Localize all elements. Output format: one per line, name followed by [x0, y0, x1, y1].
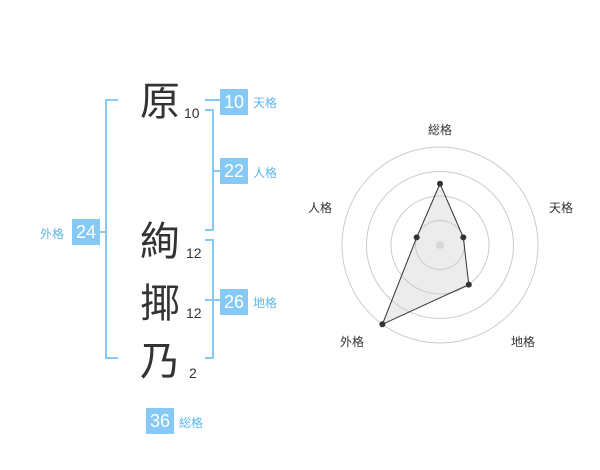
radar-point-2 [460, 234, 467, 241]
name-char-1: 原 [140, 79, 180, 125]
name-char-2: 絢 [140, 219, 180, 265]
name-char-3: 揶 [140, 281, 180, 327]
radar-point-1 [437, 180, 443, 187]
radar-point-4 [379, 321, 386, 328]
tenkaku-label: 天格 [253, 96, 278, 110]
gaikaku-label: 外格 [40, 227, 65, 241]
jinkaku-label: 人格 [253, 166, 278, 180]
stroke-count-3: 12 [186, 305, 202, 321]
radar-axis-label-soukaku: 総格 [428, 123, 453, 137]
radar-point-3 [465, 281, 472, 288]
radar-axis-label-jinkaku: 人格 [308, 201, 333, 215]
stroke-count-1: 10 [184, 105, 200, 121]
radar-ring-4 [341, 146, 539, 344]
radar-axis-label-gaikaku: 外格 [340, 335, 365, 349]
name-char-4: 乃 [140, 339, 180, 385]
chikaku-value: 26 [220, 289, 248, 315]
chikaku-label: 地格 [253, 296, 278, 310]
radar-axis-label-tenkaku: 天格 [549, 201, 574, 215]
radar-axis-label-chikaku: 地格 [511, 335, 536, 349]
gaikaku-bracket [105, 99, 118, 359]
radar-ring-2 [390, 195, 490, 295]
gaikaku-value: 24 [72, 219, 100, 245]
tenkaku-value: 10 [220, 89, 248, 115]
radar-center-dot [436, 241, 444, 249]
soukaku-label: 総格 [179, 416, 204, 430]
radar-polygon [381, 182, 470, 326]
radar-ring-3 [366, 171, 514, 319]
jinkaku-value: 22 [220, 158, 248, 184]
soukaku-value: 36 [146, 408, 174, 434]
stroke-count-4: 2 [189, 365, 197, 381]
radar-point-5 [413, 234, 420, 241]
stroke-count-2: 12 [186, 245, 202, 261]
